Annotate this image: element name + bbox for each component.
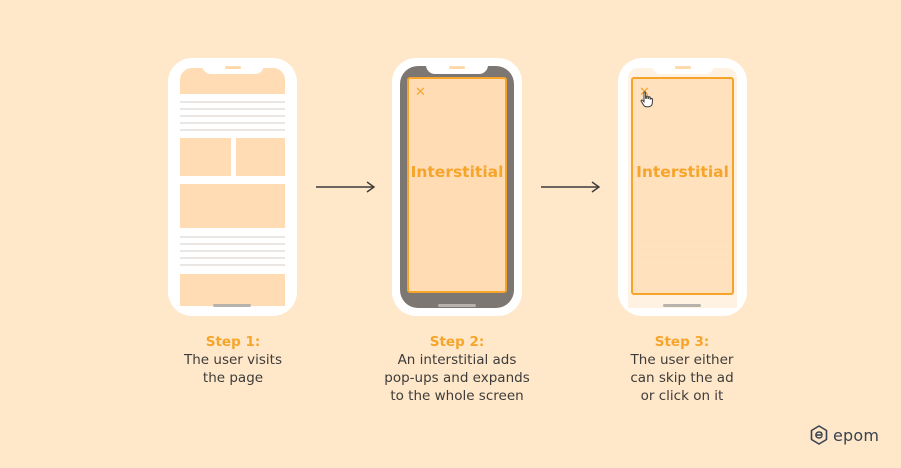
text-line xyxy=(180,129,285,131)
image-block-left xyxy=(180,138,231,176)
epom-hexagon-logo-icon xyxy=(810,425,828,445)
phone-1-screen xyxy=(180,68,285,306)
image-block-right xyxy=(236,138,285,176)
step-1-caption: Step 1: The user visits the page xyxy=(133,333,333,387)
text-line xyxy=(180,101,285,103)
step-2-caption: Step 2: An interstitial ads pop-ups and … xyxy=(357,333,557,405)
step-2-title: Step 2: xyxy=(429,334,485,350)
home-indicator xyxy=(438,304,476,307)
speaker-bar xyxy=(225,66,241,69)
text-line xyxy=(180,108,285,110)
footer-block xyxy=(180,274,285,306)
step-2-line-1: An interstitial ads xyxy=(397,352,517,368)
step-3-line-2: can skip the ad xyxy=(630,370,734,386)
epom-logo: epom xyxy=(810,424,879,446)
phone-step-2: ✕ Interstitial xyxy=(392,58,522,316)
text-line xyxy=(180,243,285,245)
step-1-line-1: The user visits xyxy=(184,352,282,368)
step-2-line-3: to the whole screen xyxy=(390,388,524,404)
arrow-right-icon xyxy=(541,181,601,193)
interstitial-ad[interactable]: ✕ Interstitial xyxy=(631,77,734,295)
phone-step-3: ✕ Interstitial xyxy=(618,58,747,316)
text-line xyxy=(180,122,285,124)
interstitial-ad[interactable]: ✕ Interstitial xyxy=(407,77,507,293)
step-1-title: Step 1: xyxy=(205,334,261,350)
interstitial-label: Interstitial xyxy=(636,163,729,181)
home-indicator xyxy=(213,304,251,307)
step-1-line-2: the page xyxy=(202,370,264,386)
speaker-bar xyxy=(449,66,465,69)
home-indicator xyxy=(663,304,701,307)
text-line xyxy=(180,264,285,266)
text-line xyxy=(180,115,285,117)
phone-step-1 xyxy=(168,58,297,316)
text-line xyxy=(180,236,285,238)
step-3-caption: Step 3: The user either can skip the ad … xyxy=(582,333,782,405)
close-icon[interactable]: ✕ xyxy=(415,85,426,100)
text-line xyxy=(180,257,285,259)
step-3-line-3: or click on it xyxy=(640,388,724,404)
interstitial-label: Interstitial xyxy=(410,163,504,181)
arrow-right-icon xyxy=(316,181,376,193)
brand-name: epom xyxy=(833,425,880,445)
hand-pointer-icon xyxy=(640,91,653,108)
banner-block xyxy=(180,184,285,228)
text-line xyxy=(180,250,285,252)
step-3-line-1: The user either xyxy=(630,352,734,368)
step-2-line-2: pop-ups and expands xyxy=(384,370,530,386)
step-3-title: Step 3: xyxy=(654,334,710,350)
speaker-bar xyxy=(675,66,691,69)
